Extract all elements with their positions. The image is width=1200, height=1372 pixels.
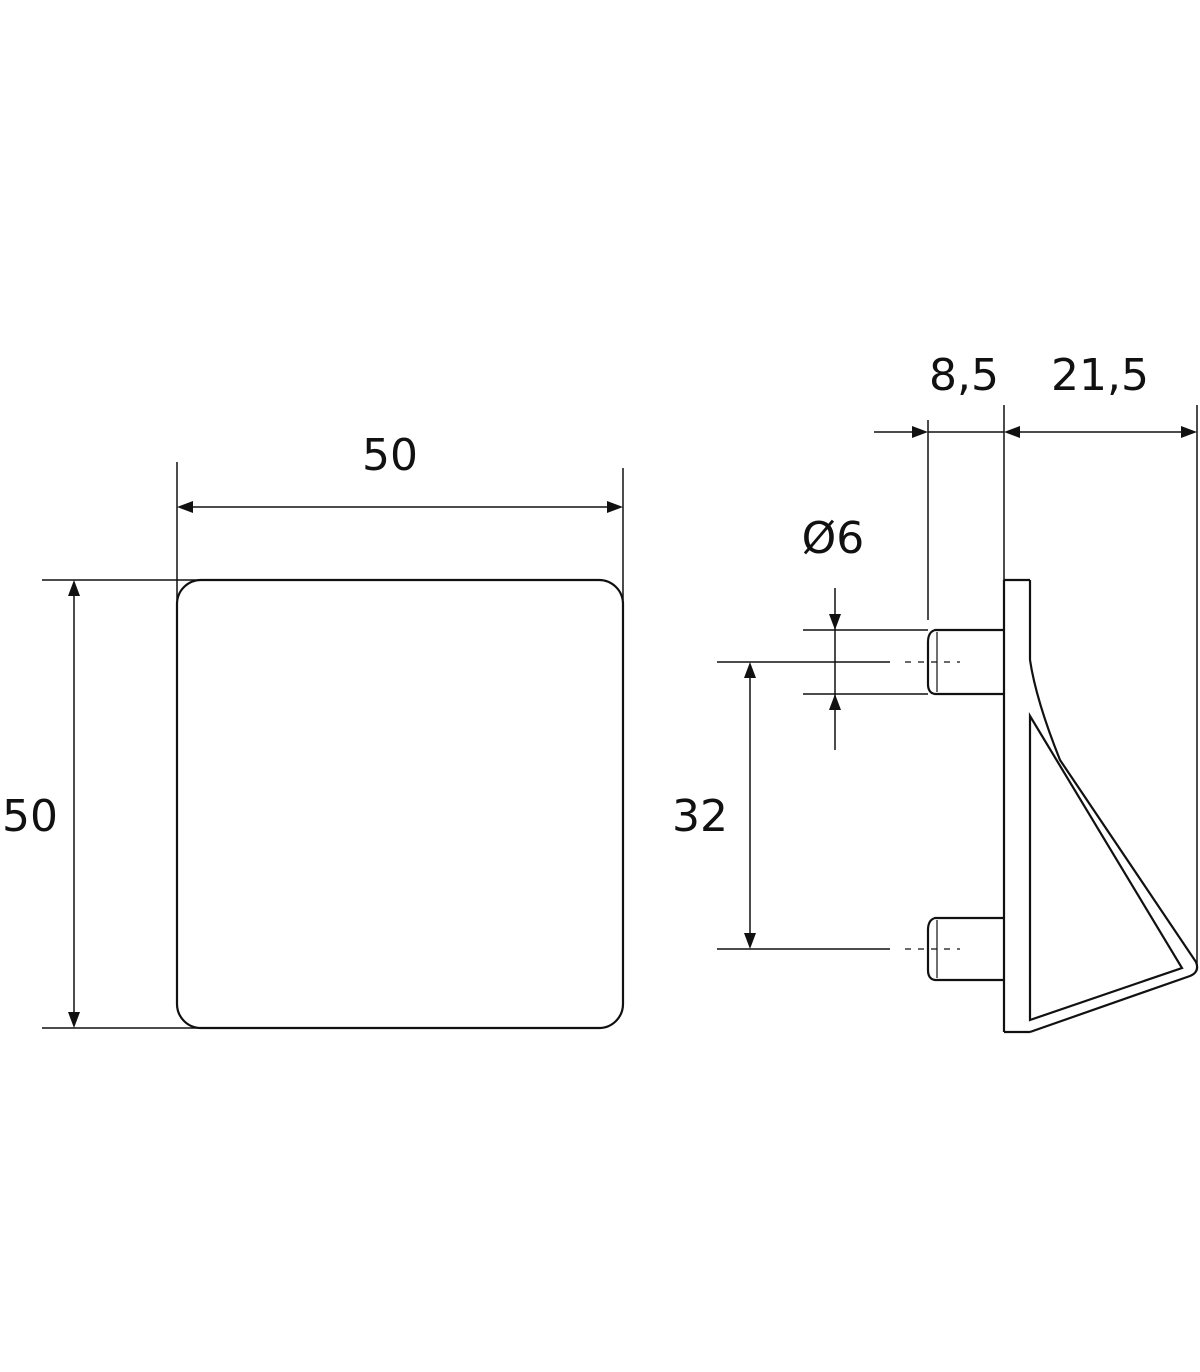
front-height-arrow-top <box>68 580 80 596</box>
spacing-arrow-top <box>744 662 756 678</box>
plate-depth-arrow <box>912 426 928 438</box>
front-height-label: 50 <box>2 791 58 842</box>
diameter-label: Ø6 <box>802 513 865 564</box>
side-bracket-outer <box>1028 659 1199 1034</box>
side-peg-bottom <box>926 916 1004 982</box>
side-peg-top <box>926 628 1004 696</box>
plate-depth-label: 8,5 <box>929 350 999 401</box>
total-depth-arrow-left <box>1004 426 1020 438</box>
front-height-arrow-bottom <box>68 1012 80 1028</box>
side-bracket-inner <box>1028 712 1184 1022</box>
total-depth-label: 21,5 <box>1051 350 1149 401</box>
side-view: 8,5 21,5 Ø6 32 <box>672 350 1199 1034</box>
front-width-arrow-right <box>607 501 623 513</box>
front-face-outline <box>175 578 625 1030</box>
front-view: 50 50 <box>2 430 625 1030</box>
diameter-arrow-bottom <box>829 694 841 710</box>
total-depth-arrow-right <box>1181 426 1197 438</box>
spacing-label: 32 <box>672 791 728 842</box>
front-width-arrow-left <box>177 501 193 513</box>
front-width-label: 50 <box>362 430 418 481</box>
spacing-arrow-bottom <box>744 933 756 949</box>
diameter-arrow-top <box>829 614 841 630</box>
